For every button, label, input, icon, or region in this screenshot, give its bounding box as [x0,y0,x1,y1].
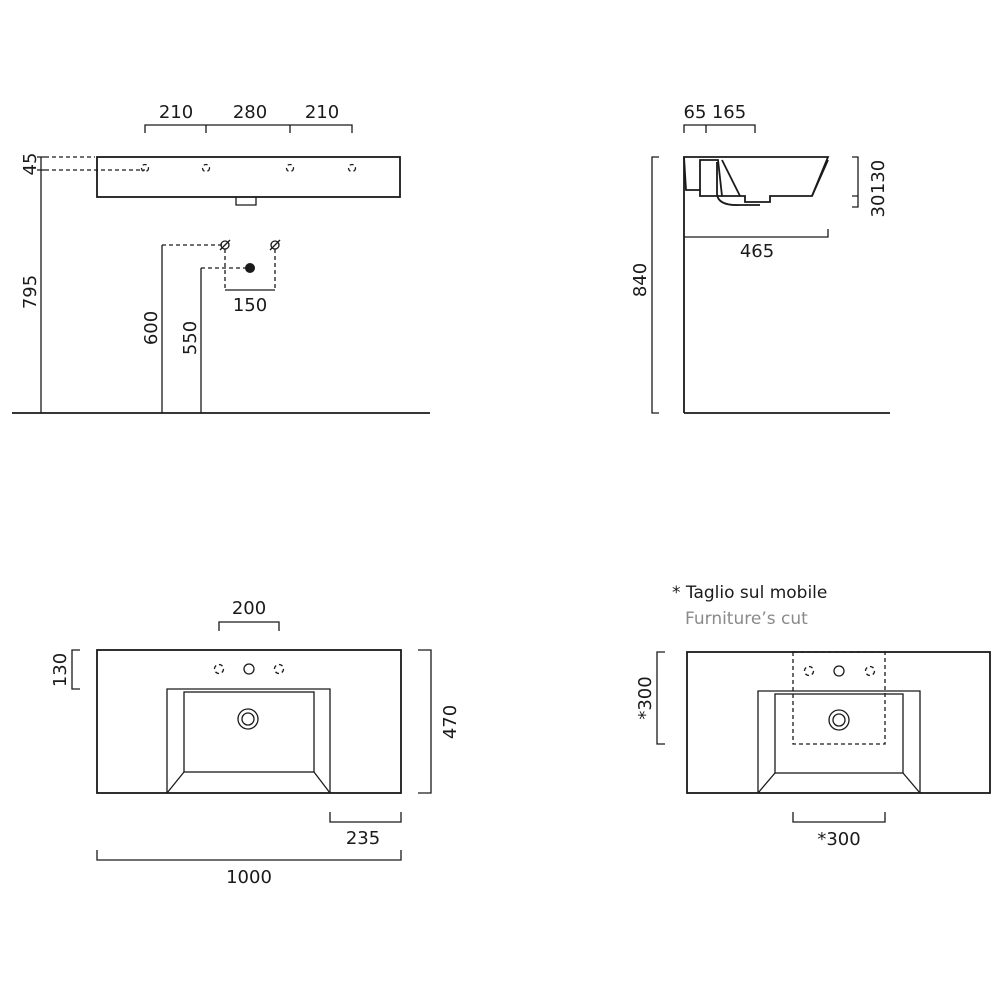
dim-label-cut-height: *300 [635,676,656,719]
dim-label-130: 130 [868,160,889,194]
dim-label-30: 30 [868,195,889,218]
dim-label-840: 840 [630,263,651,297]
dim-chain-top-side [683,124,756,133]
dim-line-235 [329,812,402,823]
tap-hole-center-plan [243,663,255,675]
tap-hole-left-cut [803,665,815,677]
dim-label-465: 465 [740,241,774,262]
dim-chain-top-front [144,124,353,133]
basin-side-section [683,156,830,203]
dim-line-840 [651,156,659,414]
dim-label-1000: 1000 [226,867,272,888]
bowl-inner-cut [774,693,904,774]
dim-label-45: 45 [20,153,41,176]
dim-label-cut-width: *300 [817,829,860,850]
dim-label-235: 235 [346,828,380,849]
tap-hole-right-plan [273,663,285,675]
basin-front-outline [96,156,401,198]
drain-point-icon [245,263,255,273]
dim-label-550: 550 [180,321,201,355]
basin-plan-outline [96,649,402,794]
side-elevation-view: 65 165 130 30 465 840 [630,102,890,414]
dim-label-200: 200 [232,598,266,619]
bowl-outer-plan [166,688,331,793]
cut-note-subtitle: Furniture’s cut [685,609,808,629]
dim-line-470 [418,649,432,794]
dim-line-130-plan [71,649,80,690]
water-supply-right-icon [269,239,281,251]
drain-cut-icon [828,709,850,731]
tap-hole-right-cut [864,665,876,677]
front-elevation-view: 210 280 210 45 795 600 550 150 [12,102,430,414]
tap-hole-center-cut [833,665,845,677]
dim-line-1000 [96,850,402,861]
furniture-cut-view: * Taglio sul mobile Furniture’s cut *300… [635,583,991,850]
bowl-chamfers-cut [757,772,921,794]
tap-hole-left-plan [213,663,225,675]
bowl-chamfers-plan [166,771,331,794]
cut-note-title: * Taglio sul mobile [672,583,827,603]
fixing-holes-front [140,163,357,173]
dim-label-210-right: 210 [305,102,339,123]
bowl-inner-plan [183,691,315,773]
dim-line-130-30 [852,156,859,208]
dim-label-150: 150 [233,295,267,316]
dim-label-470: 470 [440,705,461,739]
basin-cut-outline [686,651,991,794]
dim-line-200 [218,621,280,631]
waste-outlet-front [235,197,257,206]
bowl-outer-cut [757,690,921,793]
dim-line-cut-width [792,812,886,823]
basin-side-inner [699,159,829,197]
dim-label-210-left: 210 [159,102,193,123]
cut-outline-dashed [792,651,886,745]
dim-label-130-plan: 130 [50,653,71,687]
plan-view: 200 130 470 235 1000 [50,598,461,888]
trap-pipe-side [716,162,760,206]
dim-line-465 [684,229,829,238]
dim-label-600: 600 [141,311,162,345]
water-supply-left-icon [219,239,231,251]
dim-line-cut-height [656,651,665,745]
dim-label-795: 795 [20,275,41,309]
dim-label-65: 65 [684,102,707,123]
dim-label-165: 165 [712,102,746,123]
drain-plan-icon [237,708,259,730]
dim-label-280: 280 [233,102,267,123]
